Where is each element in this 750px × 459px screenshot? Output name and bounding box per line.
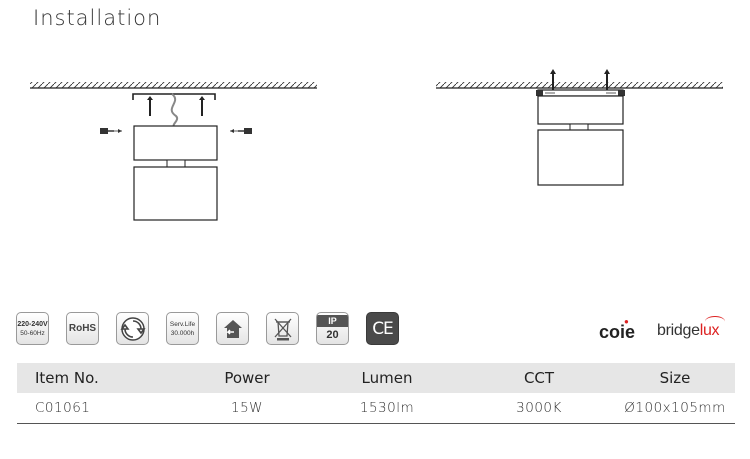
logo-arc-icon xyxy=(705,316,725,327)
weee-bin-icon xyxy=(266,312,299,345)
logo-dot-icon: ● xyxy=(624,317,629,326)
voltage-icon: 220-240V 50-60Hz xyxy=(16,312,49,345)
ip-rating-icon: IP 20 xyxy=(316,312,349,345)
assembled-view xyxy=(436,69,723,186)
header-size: Size xyxy=(615,363,735,393)
header-cct: CCT xyxy=(463,363,615,393)
exploded-view xyxy=(30,82,317,221)
spec-table: Item No. Power Lumen CCT Size C01061 15W… xyxy=(17,363,735,424)
ce-mark-icon: CE xyxy=(366,312,399,345)
cell-item-no: C01061 xyxy=(17,393,183,424)
cell-size: Ø100x105mm xyxy=(615,393,735,424)
recycle-icon xyxy=(116,312,149,345)
cell-cct: 3000K xyxy=(463,393,615,424)
coie-logo: coie ● xyxy=(599,317,636,342)
header-item-no: Item No. xyxy=(17,363,183,393)
table-row: C01061 15W 1530lm 3000K Ø100x105mm xyxy=(17,393,735,424)
bridgelux-logo: bridgelux xyxy=(657,316,725,340)
service-life-icon: Serv.Life 30.000h xyxy=(166,312,199,345)
cell-power: 15W xyxy=(183,393,311,424)
header-lumen: Lumen xyxy=(311,363,463,393)
page-title: Installation xyxy=(33,6,162,30)
table-header-row: Item No. Power Lumen CCT Size xyxy=(17,363,735,393)
rohs-icon: RoHS xyxy=(66,312,99,345)
cell-lumen: 1530lm xyxy=(311,393,463,424)
installation-diagram xyxy=(30,69,723,221)
header-power: Power xyxy=(183,363,311,393)
indoor-use-icon xyxy=(216,312,249,345)
